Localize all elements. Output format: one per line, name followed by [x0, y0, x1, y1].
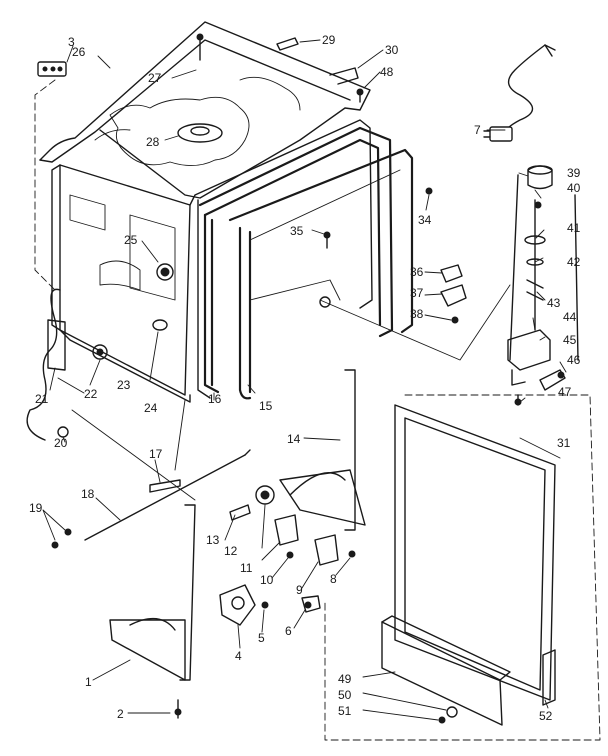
label-23: 23	[117, 378, 131, 392]
leader-lines	[42, 39, 567, 721]
connector-block-26	[37, 61, 67, 77]
label-29: 29	[322, 33, 336, 47]
label-6: 6	[285, 624, 292, 638]
label-28: 28	[146, 135, 160, 149]
screw-35	[323, 231, 331, 249]
label-35: 35	[290, 224, 304, 238]
label-27: 27	[148, 71, 162, 85]
bracket-29	[276, 37, 299, 51]
label-12: 12	[224, 544, 238, 558]
fitting-23	[92, 344, 108, 360]
label-4: 4	[235, 649, 242, 663]
label-45: 45	[563, 333, 577, 347]
label-2: 2	[117, 707, 124, 721]
label-10: 10	[260, 573, 274, 587]
label-20: 20	[54, 436, 68, 450]
label-19: 19	[29, 501, 43, 515]
label-31: 31	[557, 436, 571, 450]
label-1: 1	[85, 675, 92, 689]
label-14: 14	[287, 432, 301, 446]
bracket-37	[440, 284, 467, 307]
screw-27	[196, 33, 204, 61]
grommet-24	[152, 319, 168, 331]
label-36: 36	[410, 265, 424, 279]
pump-column	[507, 165, 579, 386]
label-9: 9	[296, 583, 303, 597]
label-13: 13	[206, 533, 220, 547]
fitting-25	[156, 263, 174, 281]
valve-45	[539, 369, 566, 391]
label-50: 50	[338, 688, 352, 702]
label-7: 7	[474, 123, 481, 137]
label-11: 11	[240, 561, 253, 575]
door-gasket	[198, 126, 414, 400]
bracket-36	[440, 264, 463, 283]
label-17: 17	[149, 447, 163, 461]
door-panel-31	[324, 394, 601, 741]
center-hub-28	[177, 123, 223, 143]
label-47: 47	[558, 385, 572, 399]
label-37: 37	[410, 286, 424, 300]
label-46: 46	[567, 353, 581, 367]
lower-frame	[51, 369, 366, 719]
label-26: 26	[72, 45, 86, 59]
label-24: 24	[144, 401, 158, 415]
label-43: 43	[547, 296, 561, 310]
label-41: 41	[567, 221, 581, 235]
label-40: 40	[567, 181, 581, 195]
fill-hose	[26, 288, 69, 441]
label-39: 39	[567, 166, 581, 180]
label-8: 8	[330, 572, 337, 586]
label-5: 5	[258, 631, 265, 645]
label-44: 44	[563, 310, 577, 324]
label-34: 34	[418, 213, 432, 227]
screw-48	[356, 88, 364, 103]
label-30: 30	[385, 43, 399, 57]
label-3: 3	[68, 35, 75, 49]
label-48: 48	[380, 65, 394, 79]
power-cord-7	[483, 44, 556, 142]
label-42: 42	[567, 255, 581, 269]
label-16: 16	[208, 392, 222, 406]
tub-assembly	[34, 21, 511, 403]
label-22: 22	[84, 387, 98, 401]
label-49: 49	[338, 672, 352, 686]
label-51: 51	[338, 704, 352, 718]
label-15: 15	[259, 399, 273, 413]
screw-47	[514, 394, 522, 406]
label-25: 25	[124, 233, 138, 247]
part-number-labels: 3 26 27 28 29 30 48 7 39 40 41 42 43 44 …	[29, 33, 581, 723]
label-52: 52	[539, 709, 553, 723]
screw-34	[425, 187, 433, 195]
label-38: 38	[410, 307, 424, 321]
bracket-30	[329, 67, 359, 85]
screw-38	[451, 316, 459, 324]
label-21: 21	[35, 392, 49, 406]
label-18: 18	[81, 487, 95, 501]
